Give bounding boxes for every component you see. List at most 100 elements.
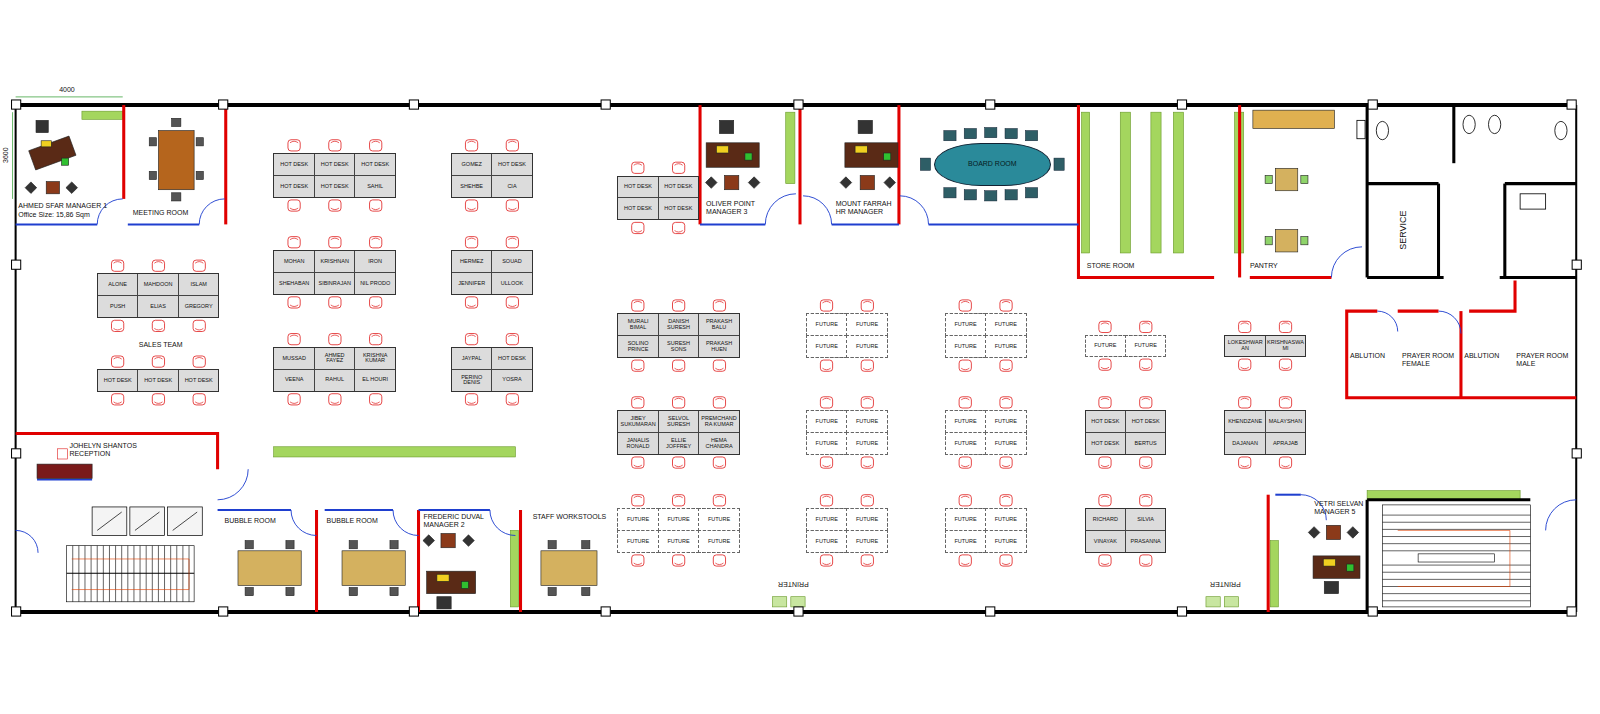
chair-back [154,262,162,264]
service-walls [1503,184,1506,278]
chair-seat [465,140,477,151]
chair-back [822,398,830,400]
desk-label: JIBEY SUKUMARAN [618,411,657,432]
outer-walls [16,105,1577,612]
desk-cluster: HOT DESKHOT DESKHOT DESKBERTUS [1085,410,1167,455]
outer-walls [1575,105,1577,612]
partition-walls [417,510,420,612]
chair [632,495,644,506]
room-label: VETRI SELVAN MANAGER 5 [1314,500,1365,516]
desk-cluster: GOMEZHOT DESKSHEHBECIA [451,153,533,198]
column [1567,607,1576,616]
chair-seat [632,397,644,408]
desk-label: KRISHNASWAMI [1266,336,1305,356]
chair [1279,321,1291,332]
partition-walls [1078,105,1214,277]
chair-seat [370,394,382,405]
glass-walls [929,223,1079,225]
desk-label: FUTURE [699,531,738,552]
chair-back [634,368,642,370]
partition-walls [1347,311,1577,398]
door-swings [803,196,832,225]
chair-seat [370,297,382,308]
chair [1099,555,1111,566]
furniture [245,541,253,549]
chair [820,555,832,566]
chair-seat [1279,397,1291,408]
chair [673,495,685,506]
chair [370,334,382,345]
printers [772,597,1238,607]
chair-back [715,398,723,400]
manager-desks [66,182,78,194]
desk-label: DANISH SURESH [659,314,698,335]
storage-cabinets [1120,112,1130,253]
desk-label: FUTURE [659,531,698,552]
chair-back [154,402,162,404]
desk-label: CIA [492,176,531,197]
chair-seat [112,394,124,405]
chair-seat [329,334,341,345]
chair-seat [673,495,685,506]
desk-label: HERMEZ [452,251,491,272]
room-label: SERVICE [1398,211,1408,250]
chair [1099,495,1111,506]
chair-back [1101,465,1109,467]
partition-walls [16,105,1577,612]
room-label: BUBBLE ROOM [224,517,295,525]
chair [152,320,164,331]
room: MOUNT FARRAH HR MANAGER [803,105,900,224]
chair-back [290,335,298,337]
room: PRAYER ROOM FEMALE [1398,311,1461,398]
chair-back [1002,465,1010,467]
manager-desks [461,581,468,588]
furniture [37,110,1334,596]
desk-label: GREGORY [179,296,218,317]
chair [673,397,685,408]
desk-cluster: HOT DESKHOT DESKHOT DESKHOT DESKHOT DESK… [273,153,395,198]
chair [329,200,341,211]
partition-walls [315,510,318,612]
area-label: PRINTER [778,580,809,588]
manager-desks [840,177,852,189]
chair-back [822,563,830,565]
chair-seat [112,320,124,331]
lifts [92,507,202,536]
desk-cluster: JIBEY SUKUMARANSELVOL SURESHPREMCHANDRA … [617,410,739,455]
desk-label: KHENDZANE [1225,411,1264,432]
chair-seat [713,300,725,311]
chair-back [634,496,642,498]
door-swings [1331,247,1362,278]
chair-seat [861,555,873,566]
chair [861,397,873,408]
chair-back [331,305,339,307]
desk-label: FUTURE [946,314,985,335]
chair [632,457,644,468]
chair [288,394,300,405]
desk-label: PRAKASH BALU [699,314,738,335]
chair [1099,321,1111,332]
chair-back [372,238,380,240]
desk-label: MAHDOON [138,274,177,295]
glass-walls [218,509,291,511]
room-label: ABLUTION [1350,352,1396,360]
chair-seat [152,320,164,331]
chair-seat [713,360,725,371]
chair-back [1002,368,1010,370]
desk-label: HOT DESK [618,177,657,198]
furniture [1265,175,1272,183]
desk-label: HEMA CHANDRA [699,433,738,454]
chair-seat [1000,397,1012,408]
chair [112,260,124,271]
chair-back [508,238,516,240]
desk-label: HOT DESK [355,154,394,175]
chair-back [372,402,380,404]
chair-back [1142,496,1150,498]
desk-cluster: MUSSADAHMED FAYEZKRISHNA KUMARVEENARAHUL… [273,347,395,392]
chair-seat [632,222,644,233]
board-chairs [1005,129,1017,139]
room-label: PANTRY [1250,262,1311,270]
furniture [1301,237,1308,245]
chair-seat [673,397,685,408]
manager-desks [423,535,435,547]
